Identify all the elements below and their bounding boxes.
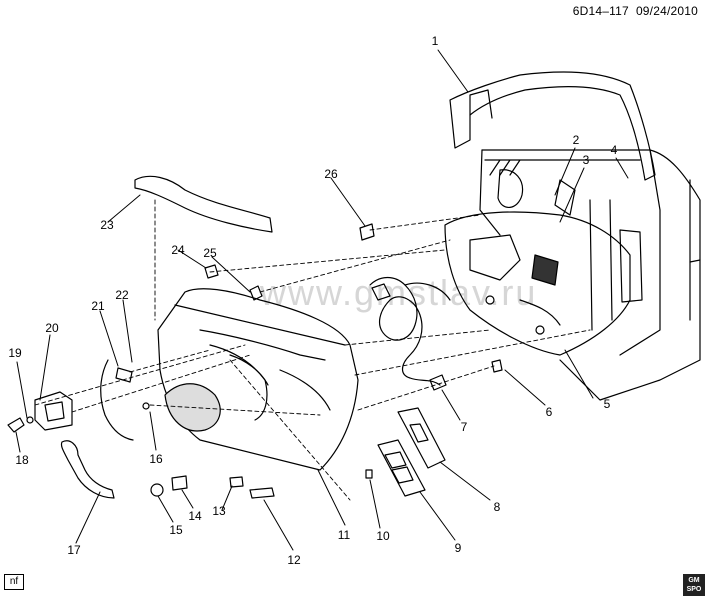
callout-18: 18: [15, 453, 29, 467]
callout-4: 4: [610, 143, 618, 157]
leader-lines: [15, 49, 629, 551]
callout-11: 11: [337, 528, 351, 542]
part-20-bezel: [34, 391, 73, 431]
part-7-wiring-harness: [369, 276, 451, 391]
callout-6: 6: [545, 405, 553, 419]
part-8-switch-bezel: [397, 407, 446, 469]
callout-21: 21: [91, 299, 105, 313]
part-1-frame-molding: [449, 71, 656, 181]
diagram-ref: 6D14–117: [572, 4, 629, 18]
callout-12: 12: [287, 553, 301, 567]
callout-1: 1: [431, 34, 439, 48]
part-23-trim-strip: [134, 175, 273, 233]
callout-20: 20: [45, 321, 59, 335]
part-9-switch-assembly: [377, 439, 426, 497]
callout-7: 7: [460, 420, 468, 434]
callout-26: 26: [324, 167, 338, 181]
guide-lines: [34, 199, 591, 501]
fasteners: [26, 223, 503, 499]
door-shell: [479, 149, 701, 401]
callout-13: 13: [212, 504, 226, 518]
callout-24: 24: [171, 243, 185, 257]
callout-5: 5: [603, 397, 611, 411]
part-18-clip: [7, 417, 25, 433]
watermark: www.gmstlav.ru: [260, 272, 538, 313]
callout-2: 2: [572, 133, 580, 147]
diagram-date: 09/24/2010: [635, 4, 698, 18]
callout-16: 16: [149, 452, 163, 466]
part-21-rod: [100, 359, 134, 441]
callout-19: 19: [8, 346, 22, 360]
diagram-header: 6D14–117 09/24/2010: [573, 4, 698, 18]
callout-23: 23: [100, 218, 114, 232]
corner-tag: nf: [4, 574, 24, 590]
callout-3: 3: [582, 153, 590, 167]
callout-25: 25: [203, 246, 217, 260]
callout-8: 8: [493, 500, 501, 514]
callout-10: 10: [376, 529, 390, 543]
callout-15: 15: [169, 523, 183, 537]
callout-9: 9: [454, 541, 462, 555]
callout-17: 17: [67, 543, 81, 557]
callout-14: 14: [188, 509, 202, 523]
callout-22: 22: [115, 288, 129, 302]
part-5-module-panel: [444, 211, 631, 356]
part-11-trim-panel: [157, 288, 359, 471]
part-17-handle-strip: [60, 440, 115, 499]
